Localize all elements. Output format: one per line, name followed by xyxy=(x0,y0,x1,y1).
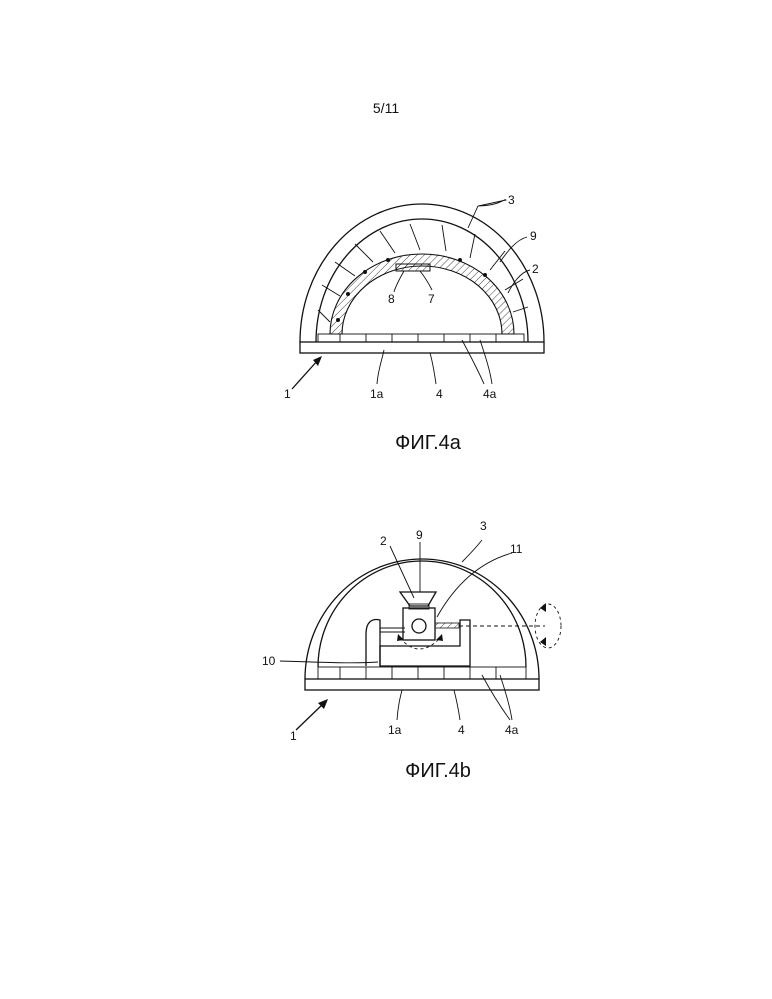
label-8: 8 xyxy=(388,292,395,306)
label-9: 9 xyxy=(530,229,537,243)
label-7: 7 xyxy=(428,292,435,306)
holder-left-post xyxy=(366,620,380,666)
label-3: 3 xyxy=(508,193,515,207)
label-4a: 4a xyxy=(483,387,497,401)
label-1a-b: 1a xyxy=(388,723,402,737)
label-11: 11 xyxy=(510,542,523,556)
rotor-housing xyxy=(403,608,435,640)
label-4: 4 xyxy=(436,387,443,401)
inner-dome-b xyxy=(318,561,526,667)
base-plate xyxy=(300,342,544,353)
label-1a: 1a xyxy=(370,387,384,401)
shaft xyxy=(435,623,459,628)
label-9b: 9 xyxy=(416,528,423,542)
label-10: 10 xyxy=(262,654,276,668)
figure-4b-caption: ФИГ.4b xyxy=(52,760,772,783)
label-4b: 4 xyxy=(458,723,465,737)
label-4a-b: 4a xyxy=(505,723,519,737)
label-1b: 1 xyxy=(290,729,297,743)
rotor-axis xyxy=(412,619,426,633)
figure-4a-caption: ФИГ.4a xyxy=(42,432,772,455)
chip-block xyxy=(396,264,430,271)
base-segments xyxy=(318,334,524,342)
label-1: 1 xyxy=(284,387,291,401)
leaders-4a xyxy=(377,200,530,384)
inner-dome xyxy=(316,219,528,342)
base-segments-b xyxy=(318,667,526,679)
label-2: 2 xyxy=(532,262,539,276)
label-3b: 3 xyxy=(480,519,487,533)
figure-4a: 3 9 2 8 7 1 1a 4 4a xyxy=(284,193,544,401)
figure-4b: 2 9 3 11 10 1 1a 4 4a xyxy=(262,519,561,743)
label-2b: 2 xyxy=(380,534,387,548)
